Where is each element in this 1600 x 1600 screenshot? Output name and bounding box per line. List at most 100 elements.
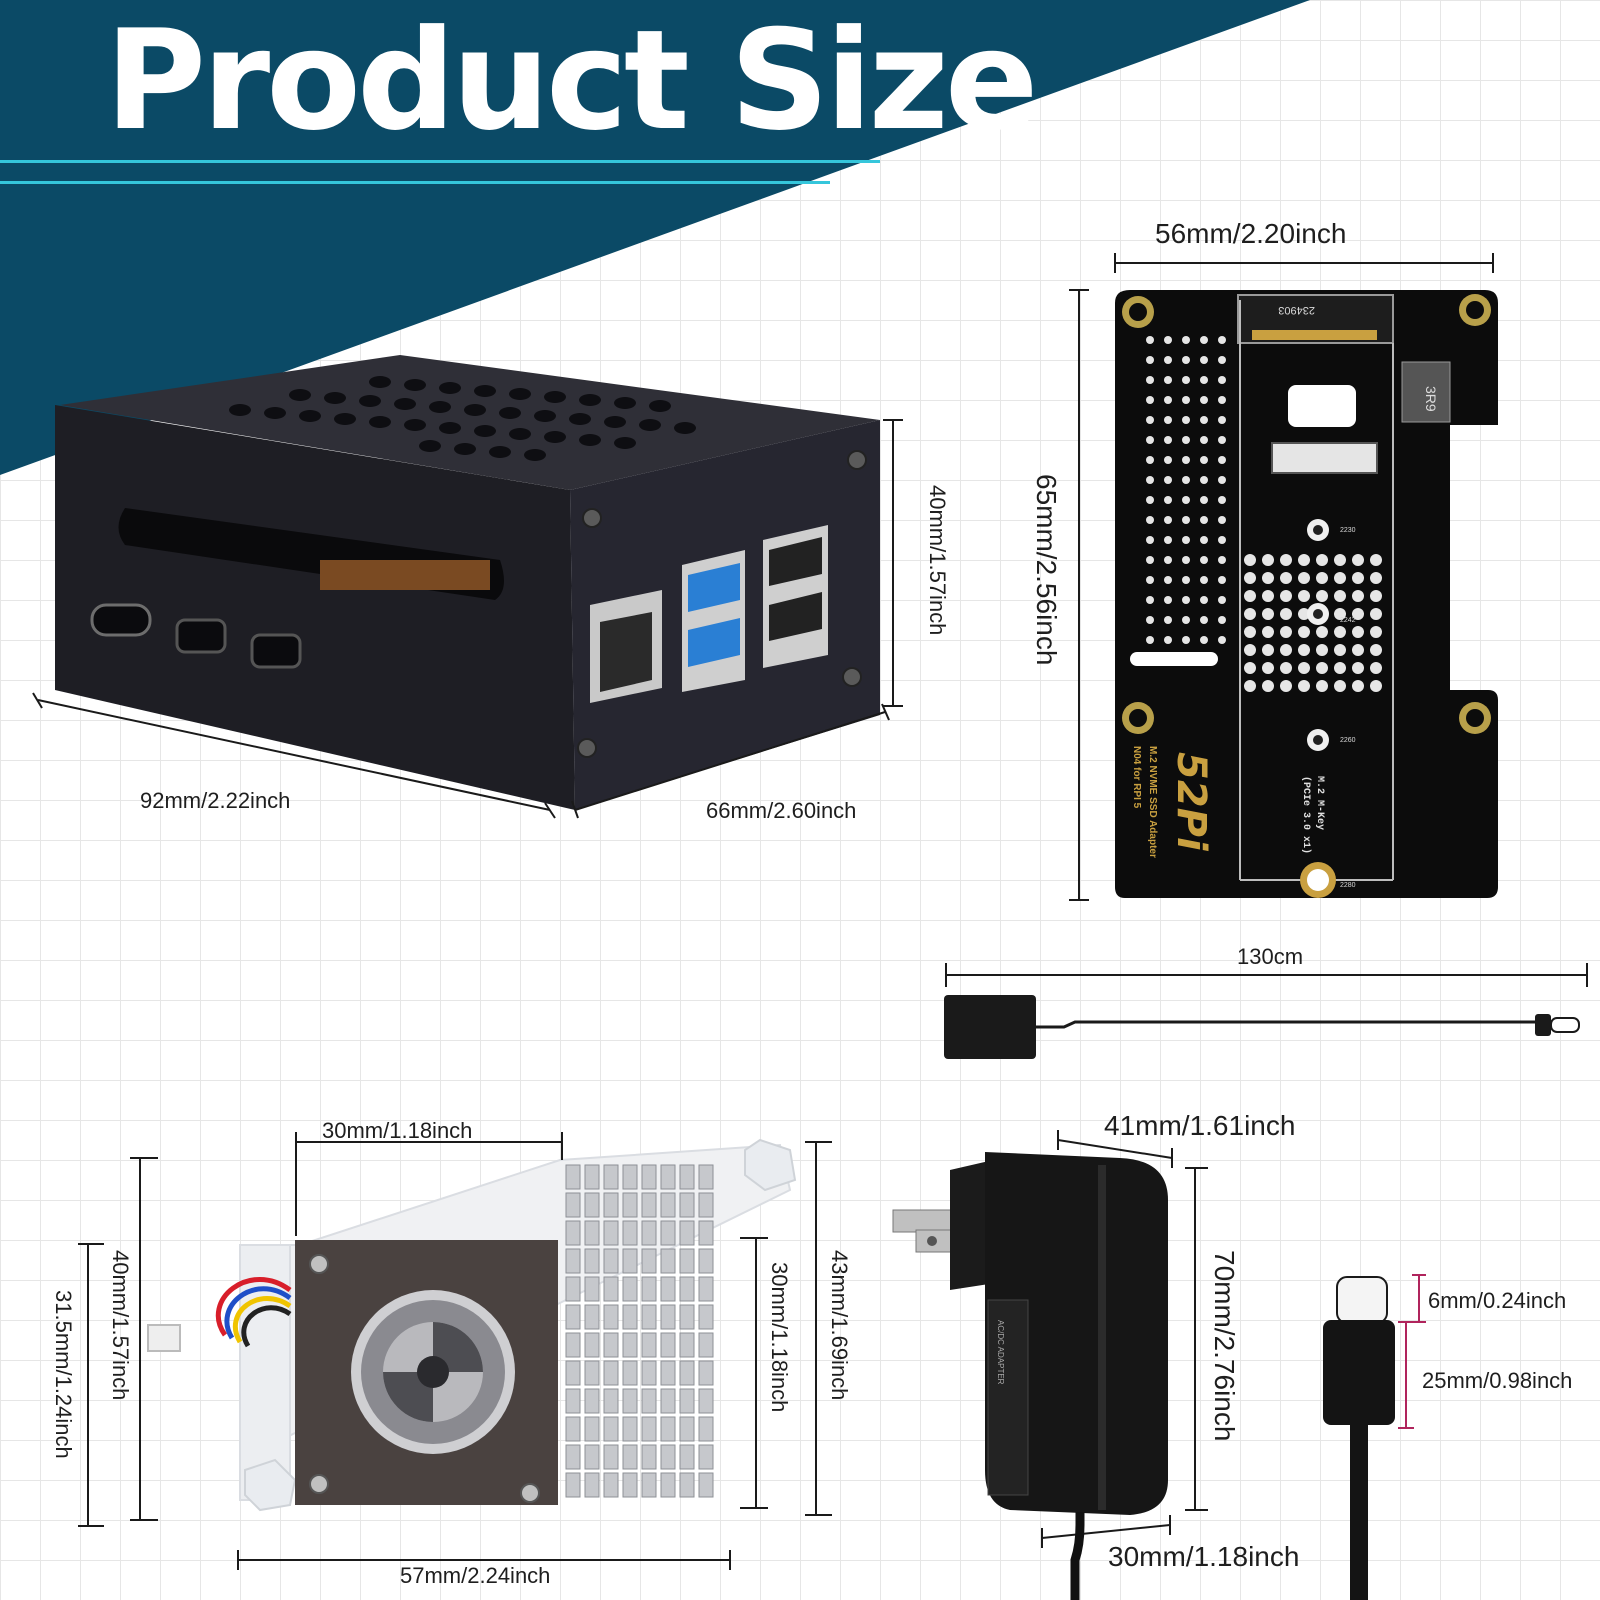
pcb-pad <box>1218 556 1226 564</box>
board-silk-line-4: (PCIe 3.0 x1) <box>1300 776 1312 854</box>
heatsink-fin <box>698 1360 714 1386</box>
heatsink-fin <box>622 1332 638 1358</box>
pcb-pad <box>1146 536 1154 544</box>
pcb-pad <box>1182 596 1190 604</box>
pcb-pad <box>1146 436 1154 444</box>
heatsink-fin <box>622 1416 638 1442</box>
pcb-pad <box>1244 572 1256 584</box>
pcb-pad <box>1334 590 1346 602</box>
pcb-pad <box>1218 636 1226 644</box>
board-silk-line-3: M.2 M-Key <box>1314 776 1325 830</box>
heatsink-fin <box>641 1276 657 1302</box>
heatsink-fin <box>698 1472 714 1498</box>
pcb-pad <box>1164 436 1172 444</box>
case-front <box>55 405 575 810</box>
heatsink-fin <box>565 1164 581 1190</box>
pcb-pad <box>1146 336 1154 344</box>
board-logo: 52Pi <box>1168 752 1214 852</box>
pcb-pad <box>1200 396 1208 404</box>
heatsink-fin <box>622 1304 638 1330</box>
heatsink-fin <box>660 1388 676 1414</box>
pcb-pad <box>1262 644 1274 656</box>
heatsink-fin <box>622 1164 638 1190</box>
heatsink-fin <box>660 1220 676 1246</box>
pcb-pad <box>1200 536 1208 544</box>
pcb-pad <box>1182 616 1190 624</box>
pcb-pad <box>1334 608 1346 620</box>
heatsink-fin <box>641 1472 657 1498</box>
pcb-pad <box>1280 590 1292 602</box>
pcb-pad <box>1352 572 1364 584</box>
heatsink-fin <box>622 1192 638 1218</box>
heatsink-fin <box>584 1304 600 1330</box>
pcb-pad <box>1182 436 1190 444</box>
pcb-pad <box>1218 496 1226 504</box>
case-screws <box>577 450 867 758</box>
pcb-pad <box>1298 572 1310 584</box>
pcb-pad <box>1200 556 1208 564</box>
pcb-pad <box>1334 554 1346 566</box>
heatsink-fin <box>679 1304 695 1330</box>
pcb-pad <box>1262 662 1274 674</box>
heatsink-fin <box>660 1444 676 1470</box>
heatsink-fin <box>660 1276 676 1302</box>
pcb-pad <box>1200 616 1208 624</box>
heatsink-fin <box>565 1276 581 1302</box>
pcb-pad <box>1146 516 1154 524</box>
heatsink-fin <box>641 1304 657 1330</box>
heatsink-fin <box>565 1360 581 1386</box>
heatsink-fin <box>641 1388 657 1414</box>
heatsink-fin <box>679 1388 695 1414</box>
pcb-pad <box>1218 396 1226 404</box>
mark-2230: 2230 <box>1340 527 1356 534</box>
case-top <box>60 355 880 490</box>
pcb-pad <box>1244 644 1256 656</box>
heatsink-fin <box>603 1388 619 1414</box>
case-width-label: 66mm/2.60inch <box>706 798 857 823</box>
heatsink-fin <box>641 1416 657 1442</box>
heatsink-fin <box>679 1332 695 1358</box>
pcb-pad <box>1316 626 1328 638</box>
heatsink-fin <box>698 1416 714 1442</box>
pcb-pad <box>1244 626 1256 638</box>
heatsink-fin <box>622 1444 638 1470</box>
adapter-depth-label: 30mm/1.18inch <box>1108 1541 1300 1572</box>
cooler-dimension-lines <box>78 1132 832 1570</box>
heatsink-fin <box>603 1164 619 1190</box>
micro-hdmi-port <box>175 618 227 654</box>
heatsink-fin <box>641 1220 657 1246</box>
heatsink-fin <box>622 1276 638 1302</box>
pcb-pad <box>1298 590 1310 602</box>
usb-c-tip <box>1336 1276 1388 1324</box>
pcb-pad <box>1262 680 1274 692</box>
heatsink-fin <box>660 1332 676 1358</box>
pcb-pad <box>1218 416 1226 424</box>
usbc-tip-label: 6mm/0.24inch <box>1428 1288 1567 1313</box>
pcb-pad <box>1200 636 1208 644</box>
pcb-pad <box>1164 636 1172 644</box>
pcb-pad <box>1334 644 1346 656</box>
pcb-pad <box>1146 596 1154 604</box>
heatsink-fin <box>698 1304 714 1330</box>
pcb-pad <box>1334 626 1346 638</box>
board-silk-line-2: N04 for RPI 5 <box>1131 746 1142 809</box>
pcb-pad <box>1280 554 1292 566</box>
pcb-pad <box>1182 376 1190 384</box>
pcb-pad <box>1200 596 1208 604</box>
heatsink-fin <box>565 1248 581 1274</box>
pcb-pad <box>1164 496 1172 504</box>
heatsink-fin <box>641 1332 657 1358</box>
heatsink-fin <box>603 1472 619 1498</box>
pcb-pad <box>1146 556 1154 564</box>
pcb-pad <box>1244 608 1256 620</box>
cable-dimension-line <box>945 963 1588 987</box>
heatsink-fin <box>622 1388 638 1414</box>
heatsink-fin <box>565 1472 581 1498</box>
heatsink-fin <box>603 1332 619 1358</box>
pcb-pad <box>1298 662 1310 674</box>
pcb-pad <box>1164 396 1172 404</box>
pcb-pad <box>1182 416 1190 424</box>
